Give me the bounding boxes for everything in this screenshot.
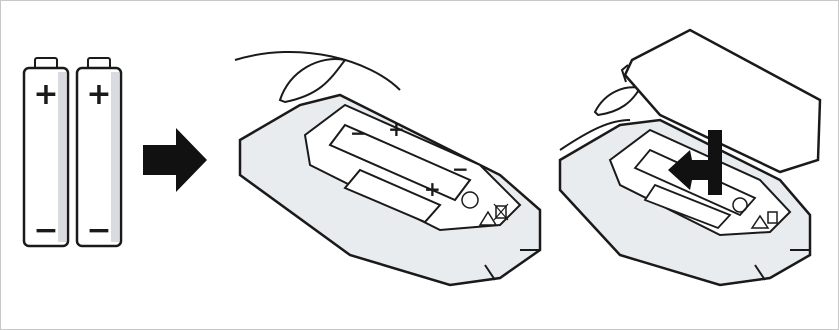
battery-b-minus: − (452, 157, 469, 181)
battery-left-minus: − (33, 213, 58, 248)
battery-left-plus: + (33, 77, 58, 112)
device-with-batteries: + − + − (235, 52, 540, 285)
battery-right: + − (77, 58, 121, 248)
battery-a-plus: + (388, 117, 405, 141)
recycle-bin-icon (494, 204, 508, 220)
battery-right-plus: + (86, 77, 111, 112)
arrow-right-icon (143, 128, 207, 192)
battery-right-minus: − (86, 213, 111, 248)
battery-a-minus: − (350, 121, 367, 145)
battery-left: + − (24, 58, 68, 248)
battery-b-plus: + (424, 177, 441, 201)
device-closing-cover (560, 30, 820, 285)
